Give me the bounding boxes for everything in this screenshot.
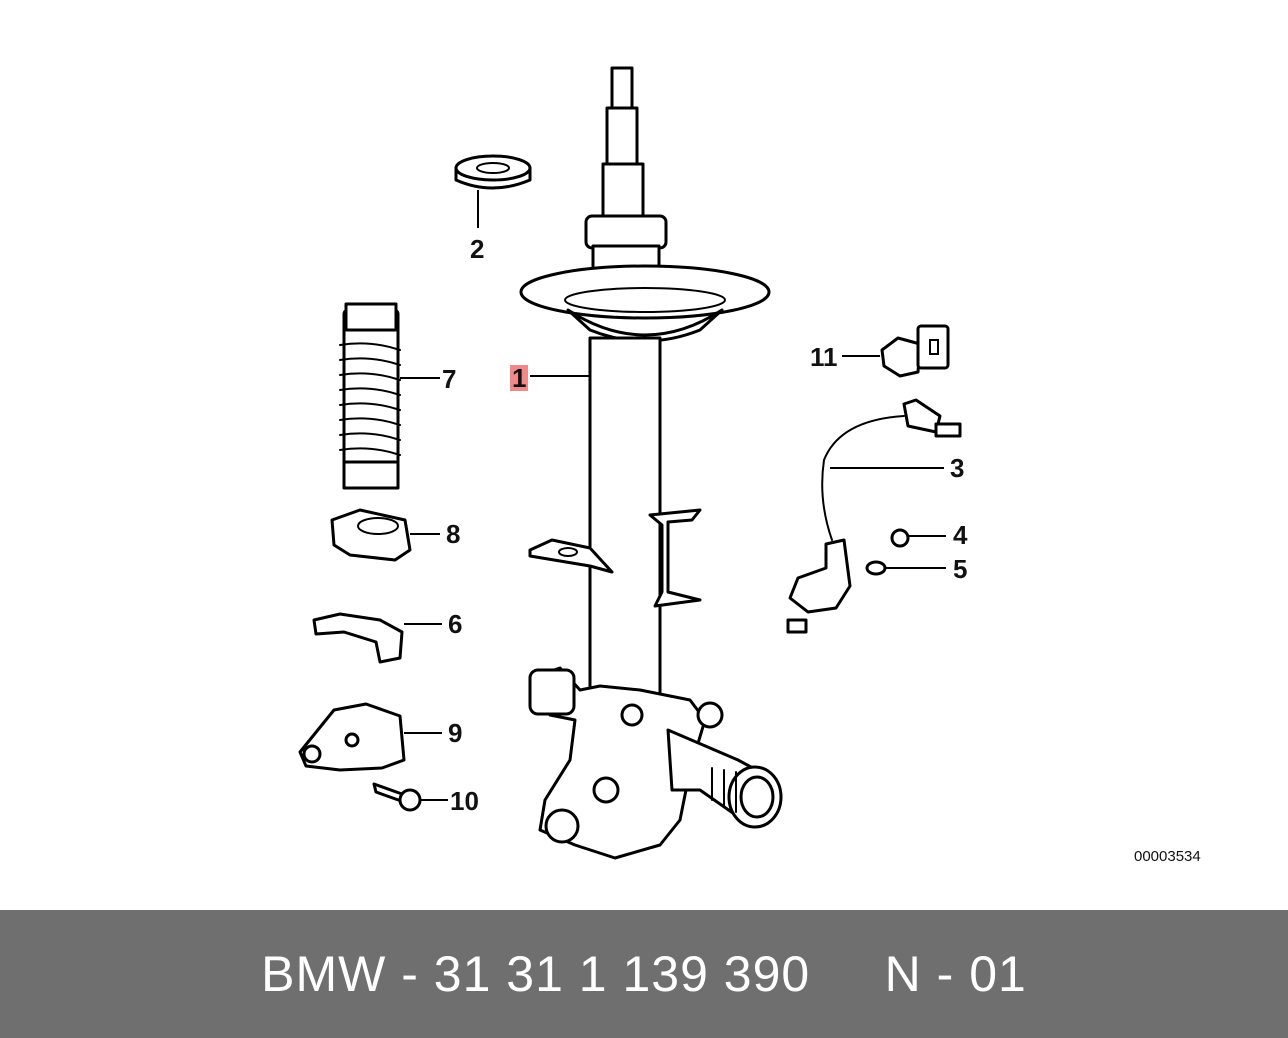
clip-part-6 xyxy=(312,612,442,664)
callout-1: 1 xyxy=(510,363,529,393)
callout-10: 10 xyxy=(450,786,479,816)
bracket-part-9 xyxy=(298,702,442,772)
bolt-part-10 xyxy=(372,782,448,812)
callout-3: 3 xyxy=(950,453,965,483)
callout-9: 9 xyxy=(448,718,463,748)
diagram-reference-number: 00003534 xyxy=(1134,848,1201,865)
callout-8: 8 xyxy=(446,519,461,549)
screw-part-4 xyxy=(890,528,946,548)
callout-2: 2 xyxy=(470,234,485,264)
callout-7: 7 xyxy=(442,364,457,394)
parts-diagram: 1 2 3 4 5 6 7 8 9 10 11 00003534 xyxy=(298,66,1201,865)
strut-assembly-part-1 xyxy=(519,66,783,860)
exploded-strut-drawing xyxy=(298,66,962,860)
callout-11: 11 xyxy=(810,342,838,372)
sensor-cable-part-3 xyxy=(786,398,962,634)
seal-ring-part-2 xyxy=(454,154,532,228)
part-number-text: BMW - 31 31 1 139 390 N - 01 xyxy=(261,946,1027,1002)
rubber-mount-part-8 xyxy=(330,508,440,562)
callout-4: 4 xyxy=(953,520,968,550)
washer-part-5 xyxy=(865,560,946,576)
part-number-footer: BMW - 31 31 1 139 390 N - 01 xyxy=(0,910,1288,1038)
clip-part-11 xyxy=(842,324,950,378)
callout-5: 5 xyxy=(953,554,968,584)
bellows-part-7 xyxy=(339,302,440,490)
callout-6: 6 xyxy=(448,609,463,639)
